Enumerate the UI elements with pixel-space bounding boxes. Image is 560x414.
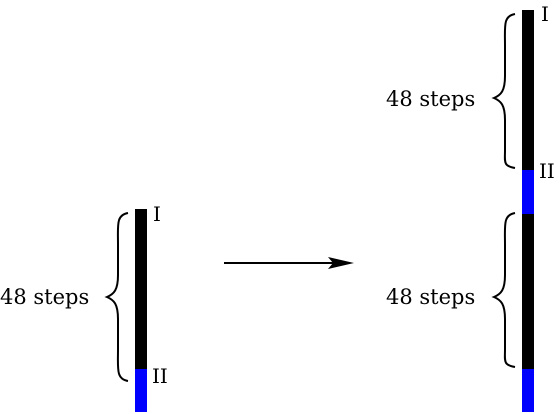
right-bar-group: 48 steps 48 steps I II [386, 2, 555, 412]
right-upper-black-segment [522, 10, 534, 170]
left-bar-group: 48 steps I II [0, 202, 168, 412]
left-bar-blue-segment [135, 369, 147, 412]
left-bar-black-segment [135, 209, 147, 369]
right-lower-black-segment [522, 214, 534, 369]
right-arrow-icon [224, 257, 354, 269]
right-lower-blue-segment [522, 369, 534, 412]
right-lower-steps-label: 48 steps [386, 285, 475, 309]
left-steps-label: 48 steps [0, 285, 89, 309]
right-upper-blue-segment [522, 170, 534, 214]
right-marker-bottom: II [539, 159, 555, 183]
right-upper-steps-label: 48 steps [386, 87, 475, 111]
right-lower-brace-icon [491, 212, 516, 368]
left-marker-bottom: II [152, 364, 168, 388]
right-marker-top: I [541, 2, 549, 26]
left-brace-icon [104, 212, 129, 382]
right-upper-brace-icon [491, 13, 516, 169]
left-marker-top: I [153, 202, 161, 226]
arrow-head [328, 257, 354, 269]
